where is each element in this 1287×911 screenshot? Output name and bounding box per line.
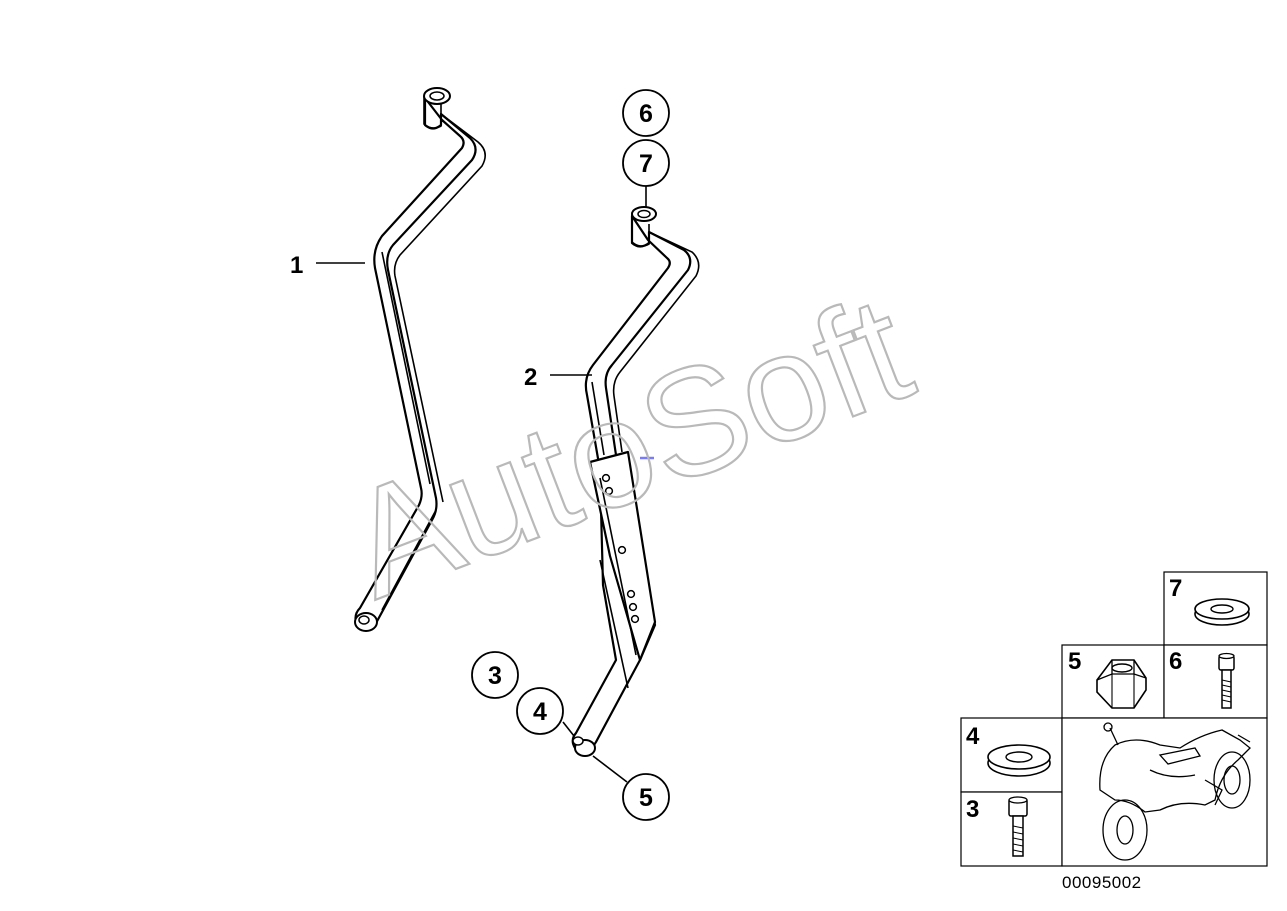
callout-7: 7 [622,139,670,187]
leader-line-4 [562,721,575,737]
bolt-icon [1218,652,1235,709]
callout-6: 6 [622,89,670,137]
callout-7-label: 7 [639,150,653,178]
callout-3-label: 3 [488,662,502,690]
part-label-1: 1 [290,252,303,279]
legend-label-3: 3 [966,796,979,823]
support-bar-left [354,87,486,632]
legend-label-5: 5 [1068,648,1081,675]
callout-4: 4 [516,687,564,735]
callout-4-label: 4 [533,698,547,726]
support-bar-right [571,206,700,757]
callout-3: 3 [471,651,519,699]
callout-5-label: 5 [639,784,653,812]
legend-cell-motorcycle [1061,717,1268,867]
part-label-2: 2 [524,364,537,391]
washer-icon [1194,598,1250,626]
motorcycle-icon [1099,722,1251,861]
callout-5: 5 [622,773,670,821]
document-number: 00095002 [1062,873,1142,892]
legend-label-7: 7 [1169,575,1182,602]
legend-label-4: 4 [966,723,980,750]
bolt-icon [1008,796,1028,857]
hex-nut-icon [1096,659,1147,709]
legend-label-6: 6 [1169,648,1182,675]
leader-line-5 [592,755,628,783]
parts-legend: 7 5 6 4 [960,571,1268,867]
callout-6-label: 6 [639,100,653,128]
washer-icon [987,744,1051,777]
legend-cell-6 [1163,644,1268,719]
